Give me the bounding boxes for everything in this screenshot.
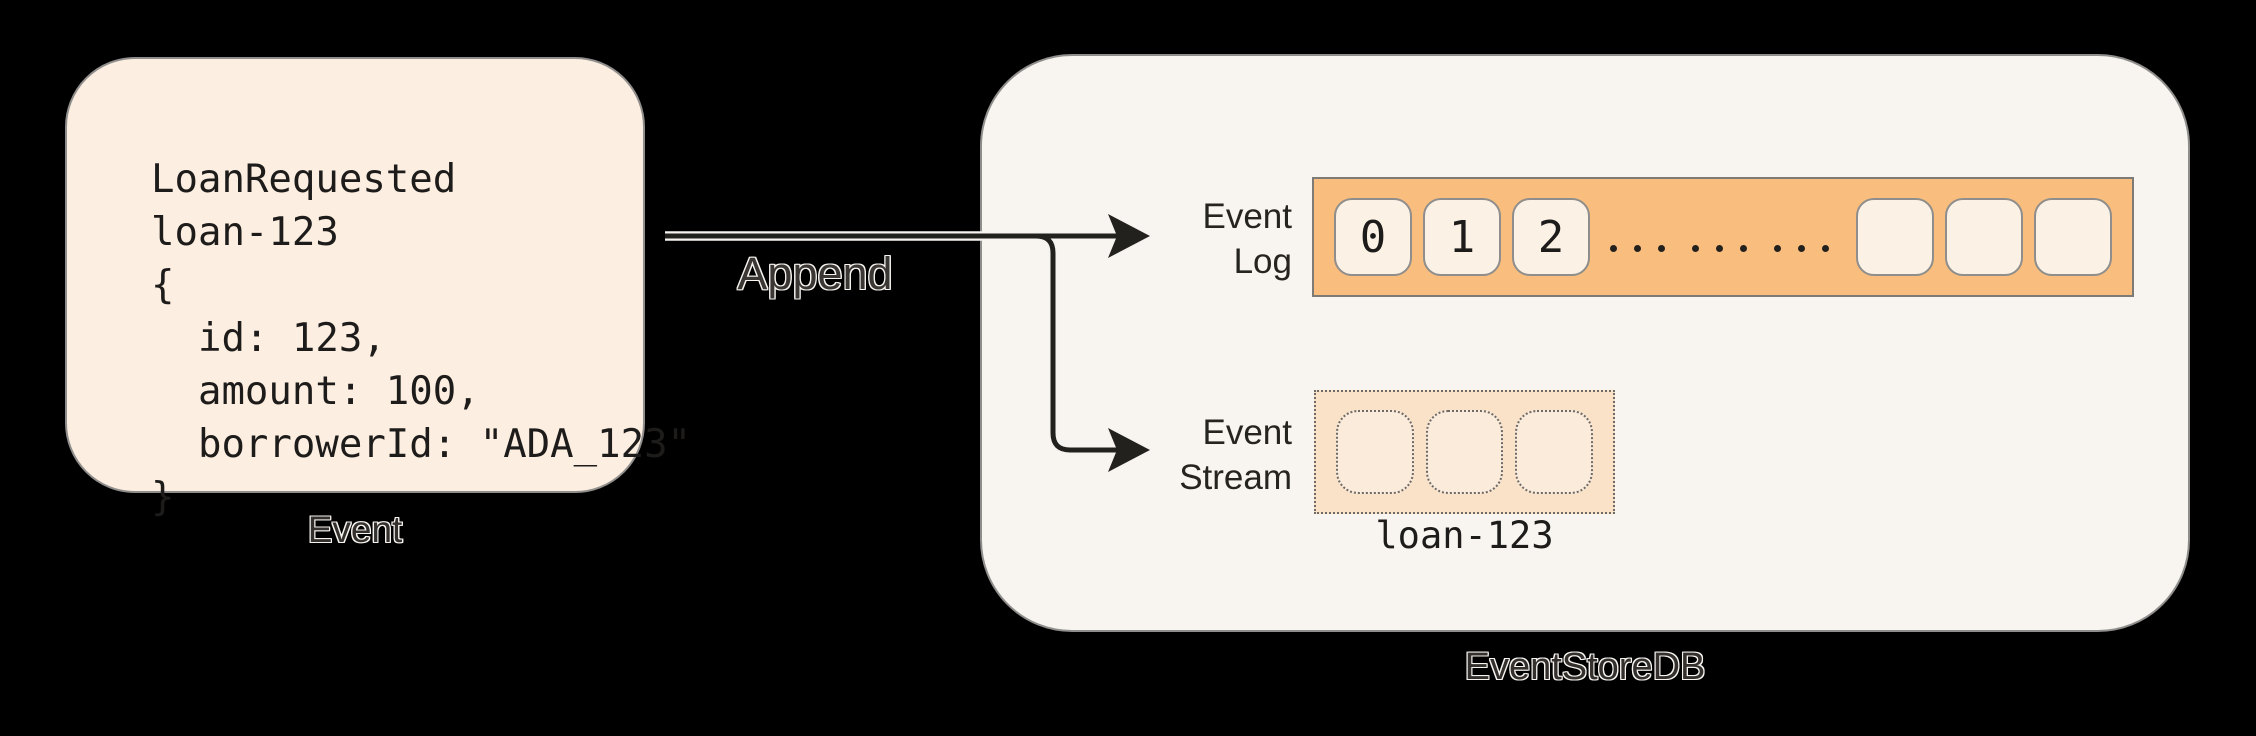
- stream-name-caption: loan-123: [1375, 514, 1554, 557]
- log-cell: 2: [1512, 198, 1590, 276]
- log-empty-cell: [1945, 198, 2023, 276]
- event-card-caption: Event: [307, 509, 403, 550]
- stream-empty-cell: [1425, 410, 1504, 494]
- log-cell: 1: [1423, 198, 1501, 276]
- log-empty-cell: [2034, 198, 2112, 276]
- event-stream-box: [1314, 390, 1615, 514]
- stream-empty-cell: [1336, 410, 1414, 494]
- ellipsis-dot: [1774, 244, 1781, 252]
- ellipsis-dot: [1658, 244, 1665, 252]
- ellipsis-dot: [1610, 244, 1617, 252]
- event-stream-label-line1: Event: [1202, 413, 1293, 452]
- stream-empty-cell: [1515, 410, 1594, 494]
- ellipsis-dot: [1740, 244, 1747, 252]
- ellipsis-dot-group: [1774, 244, 1829, 252]
- append-label: Append: [737, 248, 893, 299]
- ellipsis-dot: [1798, 244, 1805, 252]
- event-log-ellipsis: [1610, 244, 1829, 252]
- event-stream-label-line2: Stream: [1179, 458, 1292, 497]
- event-stream-label: Event Stream: [1072, 410, 1292, 500]
- ellipsis-dot-group: [1610, 244, 1665, 252]
- event-log-label-line2: Log: [1233, 242, 1292, 281]
- event-card: LoanRequested loan-123 { id: 123, amount…: [65, 57, 691, 520]
- ellipsis-dot-group: [1692, 244, 1747, 252]
- event-log-label-line1: Event: [1202, 197, 1293, 236]
- ellipsis-dot: [1634, 244, 1641, 252]
- eventstoredb-caption: EventStoreDB: [1464, 646, 1706, 688]
- event-code: LoanRequested loan-123 { id: 123, amount…: [151, 157, 692, 520]
- ellipsis-dot: [1716, 244, 1723, 252]
- log-empty-cell: [1856, 198, 1934, 276]
- ellipsis-dot: [1692, 244, 1699, 252]
- ellipsis-dot: [1822, 244, 1829, 252]
- event-log-label: Event Log: [1072, 194, 1293, 284]
- log-cell: 0: [1334, 198, 1412, 276]
